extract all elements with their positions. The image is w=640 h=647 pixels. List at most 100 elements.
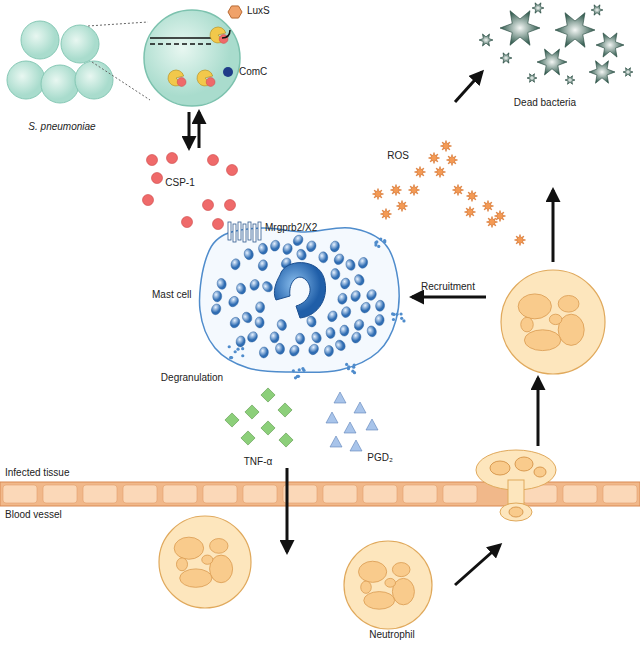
granule (295, 333, 305, 345)
granule (305, 239, 317, 253)
endothelial-cell (83, 485, 117, 503)
released-granule (392, 313, 395, 316)
ros-molecule (447, 155, 458, 166)
neutrophil-lobe (210, 539, 228, 554)
endothelial-cell (563, 485, 597, 503)
granule (270, 332, 279, 343)
mast-cell-membrane (200, 228, 400, 373)
csp-dot (177, 78, 186, 87)
endothelial-cell (363, 485, 397, 503)
granule (326, 309, 339, 323)
part-label: CSP-1 (164, 177, 195, 189)
csp-peptide (182, 217, 193, 228)
helix (258, 222, 261, 240)
granule (230, 258, 241, 271)
neutrophil-lobe (392, 563, 410, 577)
granule (255, 317, 265, 329)
granule (305, 315, 317, 328)
csp-peptide (203, 200, 214, 211)
granule (325, 327, 335, 339)
pgd2-molecule (344, 422, 356, 433)
granule (269, 239, 281, 252)
granule (366, 325, 378, 338)
dna-hook (222, 30, 230, 38)
released-granule (375, 240, 378, 243)
dead-bacteria: Dead bacteria (512, 96, 578, 110)
arrow (552, 190, 555, 262)
released-granule (345, 363, 348, 366)
granule (319, 252, 329, 263)
neutrophil-lobe (490, 461, 510, 475)
granule (228, 316, 241, 330)
neutrophil-body (344, 541, 432, 629)
released-granule (400, 317, 403, 320)
ros-molecule (381, 209, 392, 220)
granule (227, 294, 241, 308)
part-label: PGD₂ (366, 452, 394, 464)
granules (210, 233, 386, 358)
granule (216, 278, 227, 291)
granule (329, 240, 341, 253)
granule (349, 289, 362, 303)
part-label: TNF-α (243, 456, 274, 468)
granule (330, 268, 340, 280)
granule (324, 345, 333, 356)
neutrophil-lobe (509, 507, 523, 517)
ros-molecule (415, 167, 426, 178)
granule (241, 310, 254, 324)
tnf-molecule (245, 405, 259, 419)
neutrophil-lobe (202, 555, 213, 564)
part-label: Blood vessel (4, 509, 63, 521)
dead-bacterium (500, 11, 540, 46)
ros-molecule (373, 189, 384, 200)
neutrophil-lobe (534, 467, 546, 477)
ros-molecule (429, 153, 440, 164)
granule (256, 302, 265, 313)
arrow (286, 468, 289, 552)
dead-bacterium (623, 68, 633, 77)
granule (332, 252, 345, 266)
tnf-molecule (261, 421, 275, 435)
csp-dot (219, 35, 228, 44)
ros-molecule (409, 185, 420, 196)
receptor (210, 27, 228, 43)
granule (359, 301, 372, 315)
helix (228, 222, 231, 240)
endothelial-cell (3, 485, 37, 503)
helix (243, 224, 246, 242)
granule (291, 233, 305, 247)
granule (307, 342, 321, 356)
neutrophil-body (501, 270, 605, 374)
granule (357, 256, 369, 269)
receptor (197, 70, 215, 86)
neutrophil-lobe (359, 561, 387, 582)
node-label: Neutrophil (369, 629, 415, 641)
arrow (455, 545, 500, 585)
neutrophil-lobe (176, 558, 187, 571)
granule (340, 325, 350, 336)
granule (261, 280, 275, 294)
released-granule (374, 243, 377, 246)
neutrophil-lobe (364, 592, 395, 610)
pneumococcus (75, 61, 113, 99)
released-granule (234, 350, 237, 353)
endothelial-cell (323, 485, 357, 503)
neutrophil-lobe (521, 317, 533, 332)
neutrophil-lobe (180, 569, 212, 587)
granule (235, 335, 246, 348)
released-granule (229, 356, 232, 359)
ros-molecule (435, 167, 446, 178)
released-granule (228, 345, 231, 348)
granule (295, 248, 308, 262)
granule (337, 292, 349, 305)
tnf-molecule (241, 431, 255, 445)
endothelial-cell (203, 485, 237, 503)
dead-bacterium (565, 76, 575, 85)
released-granule (351, 370, 354, 373)
pgd2-molecule (366, 419, 378, 430)
helix (238, 222, 241, 240)
ros-molecule (453, 185, 464, 196)
released-granule (379, 237, 382, 240)
granule (334, 338, 348, 352)
